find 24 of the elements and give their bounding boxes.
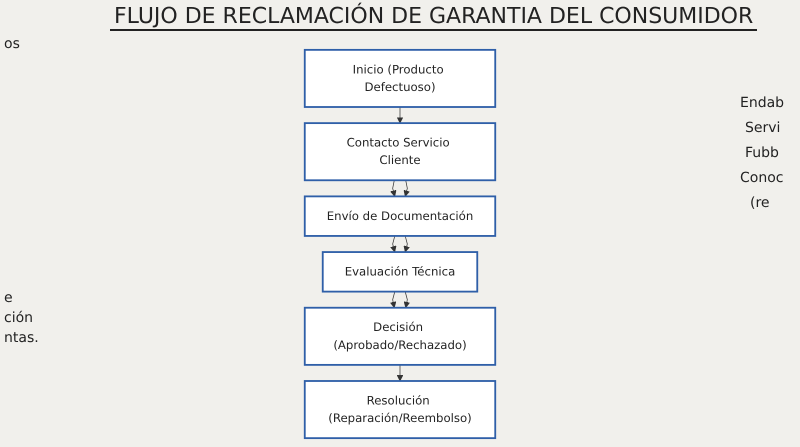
text-fragment: os [4,36,20,52]
arrow [390,291,396,308]
node-box: Decisión (Aprobado/Rechazado) [304,306,496,366]
text-fragment: e [4,290,13,306]
text-fragment: (re [750,195,770,211]
text-fragment: Servi [745,120,780,136]
title: FLUJO DE RECLAMACIÓN DE GARANTIA DEL CONSUMIDOR [110,4,758,31]
text-fragment: Endab [740,95,784,111]
arrow [396,106,404,124]
node-box: Contacto Servicio Cliente [304,122,496,182]
arrow [404,291,410,308]
node-box: Evaluación Técnica [322,251,478,293]
arrow [404,180,410,197]
arrow [404,236,410,252]
node-box: Inicio (Producto Defectuoso) [304,48,496,108]
arrow [390,180,396,197]
arrow [390,236,396,252]
text-fragment: ntas. [4,330,39,346]
arrow [396,364,404,382]
text-fragment: Fubb [745,145,779,161]
text-fragment: ción [4,310,34,326]
node-box: Resolución (Reparación/Reembolso) [304,380,496,440]
text-fragment: Conoc [740,170,784,186]
node-box: Envío de Documentación [304,195,496,237]
